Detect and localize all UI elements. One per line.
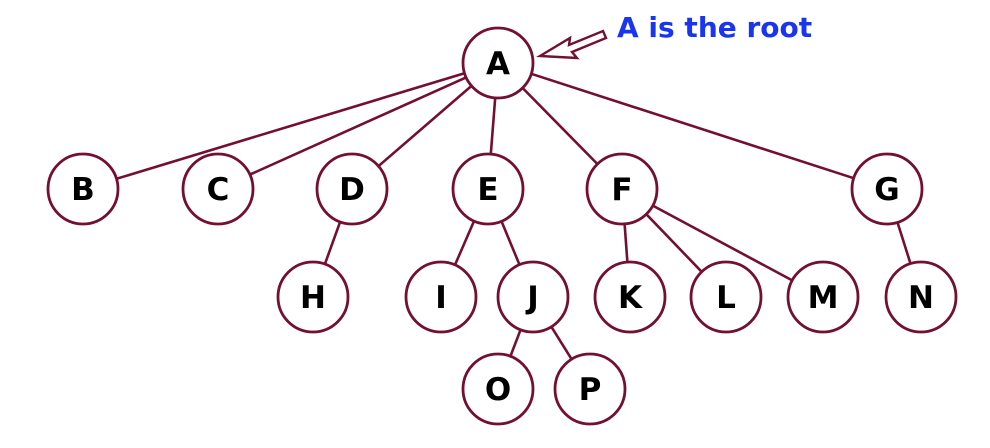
node-circle xyxy=(850,152,924,226)
node-circle xyxy=(404,260,478,334)
node-label: N xyxy=(908,280,934,316)
node-label: J xyxy=(525,280,539,316)
node-circle xyxy=(786,260,860,334)
node-circle xyxy=(689,260,763,334)
node-label: D xyxy=(339,172,365,208)
node-j: J xyxy=(496,260,570,334)
node-label: C xyxy=(207,172,230,208)
node-circle xyxy=(884,260,958,334)
arrow-icon xyxy=(536,29,608,60)
edge-a-g xyxy=(529,72,856,180)
edge-f-k xyxy=(623,222,629,264)
edge-e-i xyxy=(453,219,476,267)
edge-j-o xyxy=(509,328,522,358)
edge-a-f xyxy=(521,86,599,166)
node-label: A xyxy=(486,46,510,82)
root-annotation: A is the root xyxy=(536,11,812,60)
edge-d-h xyxy=(323,220,342,266)
node-a: A xyxy=(461,26,535,100)
edge-a-c xyxy=(248,76,468,176)
edge-j-p xyxy=(550,325,573,361)
node-circle xyxy=(585,152,659,226)
node-label: M xyxy=(808,280,839,316)
node-label: G xyxy=(874,172,899,208)
node-o: O xyxy=(461,352,535,426)
edge-a-d xyxy=(377,84,473,168)
node-i: I xyxy=(404,260,478,334)
node-circle xyxy=(315,152,389,226)
node-circle xyxy=(46,152,120,226)
node-label: P xyxy=(579,372,602,408)
edge-g-n xyxy=(896,221,912,265)
node-circle xyxy=(496,260,570,334)
node-circle xyxy=(276,260,350,334)
edges-layer xyxy=(115,71,912,361)
nodes-layer: A B C D E F G H I J K L M N O P xyxy=(46,26,958,426)
node-b: B xyxy=(46,152,120,226)
node-label: F xyxy=(611,172,632,208)
edge-f-l xyxy=(644,212,704,274)
root-annotation-text: A is the root xyxy=(617,11,812,44)
node-label: K xyxy=(618,280,643,316)
node-label: H xyxy=(300,280,326,316)
node-circle xyxy=(461,26,535,100)
node-m: M xyxy=(786,260,860,334)
node-label: E xyxy=(477,172,498,208)
node-n: N xyxy=(884,260,958,334)
edge-a-e xyxy=(489,96,497,156)
node-label: O xyxy=(485,372,511,408)
node-label: B xyxy=(71,172,95,208)
node-circle xyxy=(181,152,255,226)
node-f: F xyxy=(585,152,659,226)
node-e: E xyxy=(451,152,525,226)
node-l: L xyxy=(689,260,763,334)
node-d: D xyxy=(315,152,389,226)
edge-e-j xyxy=(500,220,521,267)
node-h: H xyxy=(276,260,350,334)
node-g: G xyxy=(850,152,924,226)
node-label: I xyxy=(435,280,447,316)
node-p: P xyxy=(553,352,627,426)
edge-f-m xyxy=(651,204,794,282)
node-c: C xyxy=(181,152,255,226)
edge-a-b xyxy=(115,71,466,181)
node-label: L xyxy=(716,280,736,316)
node-circle xyxy=(461,352,535,426)
node-circle xyxy=(593,260,667,334)
node-circle xyxy=(553,352,627,426)
node-k: K xyxy=(593,260,667,334)
node-circle xyxy=(451,152,525,226)
